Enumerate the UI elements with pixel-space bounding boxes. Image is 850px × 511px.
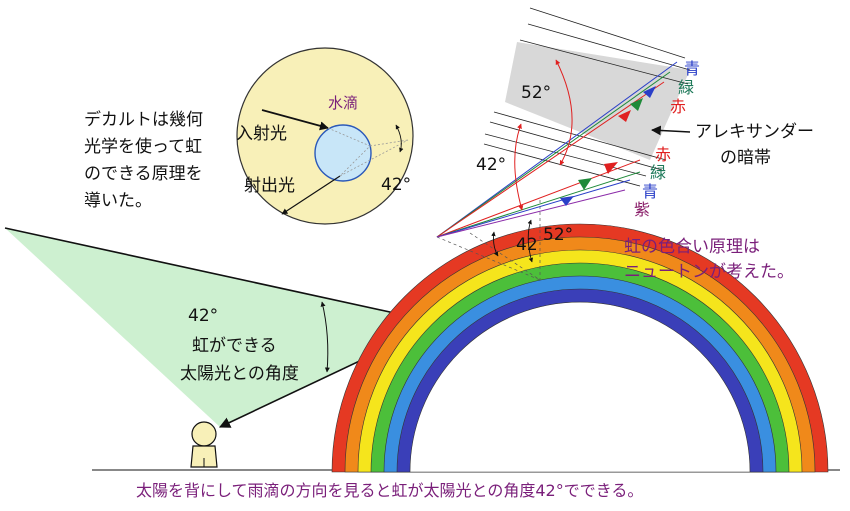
droplet-title: 水滴 — [328, 94, 358, 112]
exit-ray — [281, 175, 341, 215]
dispersion-diagram: 52° 42° 42 52° 青 緑 赤 赤 緑 青 紫 アレキサンダー の暗帯… — [436, 7, 814, 282]
person-figure-icon — [190, 421, 218, 468]
angle-arc-42-mid — [514, 123, 524, 211]
descartes-line-1: デカルトは幾何 — [84, 109, 203, 130]
descartes-line-3: のできる原理を — [84, 164, 203, 184]
alexander-band-line-2: の暗帯 — [720, 148, 771, 168]
lower-color-violet: 紫 — [634, 200, 650, 219]
angle-arc-42-bottom — [491, 231, 499, 257]
guide-lines — [436, 200, 541, 281]
dark-band — [505, 42, 690, 160]
exit-label: 射出光 — [244, 176, 295, 196]
newton-note-line-2: ニュートンが考えた。 — [624, 262, 794, 282]
cone-angle-label: 42° — [188, 306, 218, 326]
descartes-line-4: 導いた。 — [84, 191, 152, 211]
ray-arrowheads — [560, 86, 656, 206]
lower-color-green: 緑 — [650, 163, 666, 182]
droplet-angle-label: 42° — [381, 175, 411, 195]
alexander-band-line-1: アレキサンダー — [695, 122, 814, 142]
upper-color-green: 緑 — [678, 78, 694, 97]
droplet-panel: 水滴 入射光 射出光 42° — [236, 47, 414, 225]
rainbow-arc — [331, 223, 829, 473]
descartes-note: デカルトは幾何 光学を使って虹 のできる原理を 導いた。 — [84, 109, 203, 211]
water-droplet — [314, 124, 372, 182]
observer-cone: 42° 虹ができる 太陽光との角度 — [4, 227, 442, 428]
angle-42-bottom-label: 42 — [516, 235, 538, 255]
band-pointer-arrow — [651, 125, 691, 136]
cone-fill — [5, 228, 440, 427]
sunlight-ray — [4, 227, 442, 327]
descartes-line-2: 光学を使って虹 — [84, 136, 202, 157]
cone-line-3: 太陽光との角度 — [180, 364, 299, 384]
incident-label: 入射光 — [236, 124, 287, 144]
lower-color-blue: 青 — [642, 182, 658, 201]
droplet-angle-arc — [395, 124, 404, 153]
newton-note-line-1: 虹の色合い原理は — [624, 237, 760, 257]
caption: 太陽を背にして雨滴の方向を見ると虹が太陽光との角度42°でできる。 — [136, 481, 643, 500]
angle-52-top-label: 52° — [521, 83, 551, 103]
lower-color-red: 赤 — [655, 145, 671, 164]
cone-line-2: 虹ができる — [192, 336, 277, 356]
angle-arc-52-bottom — [527, 219, 534, 263]
upper-color-blue: 青 — [684, 59, 700, 78]
angle-42-mid-label: 42° — [476, 155, 506, 175]
upper-color-red: 赤 — [670, 97, 686, 116]
cone-angle-arc — [320, 301, 330, 373]
angle-52-bottom-label: 52° — [543, 225, 573, 245]
rainbow-inner — [409, 301, 751, 473]
angle-arc-52-top — [555, 59, 573, 166]
incident-ray — [261, 109, 329, 131]
